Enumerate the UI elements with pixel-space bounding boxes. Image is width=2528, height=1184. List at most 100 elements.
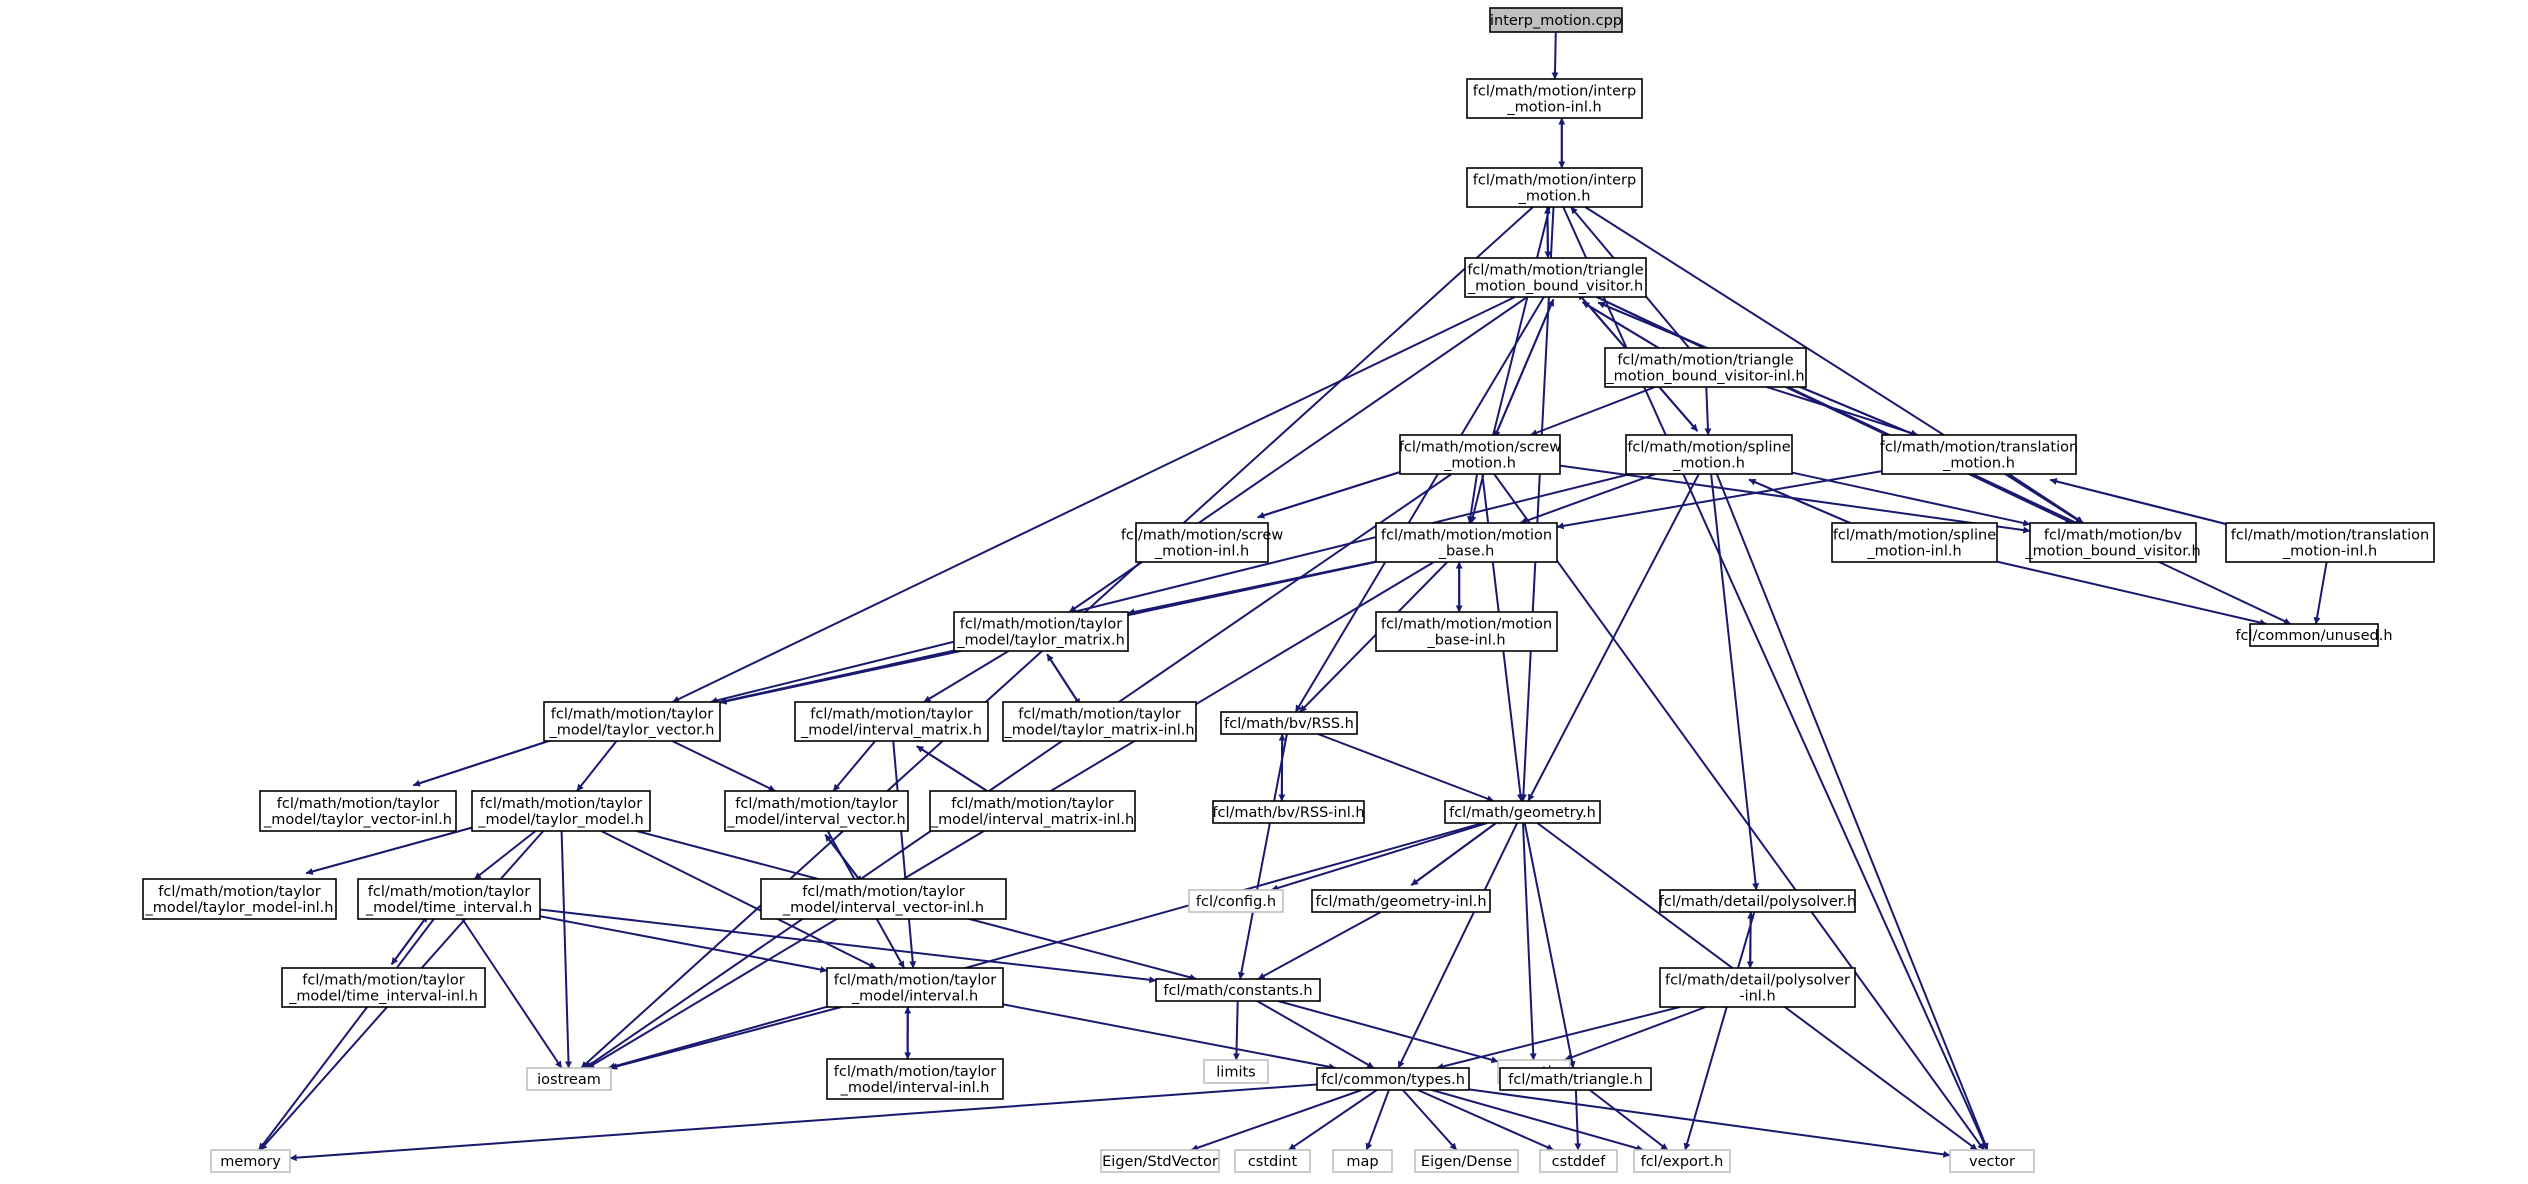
node-label: _model/interval.h — [851, 989, 978, 1005]
edge-trans_h-to-bvvis_h — [2008, 473, 2084, 524]
edge-tmodel_inl-to-tmodel_h — [305, 823, 482, 875]
edge-tmodel_h-to-interval_h — [600, 830, 877, 969]
node-box — [1399, 434, 1561, 475]
edge-polysolver_inl-to-cmath — [1564, 1006, 1706, 1061]
node-interp_h[interactable]: fcl/math/motion/interp_motion.h — [1466, 167, 1643, 208]
node-label: vector — [1969, 1154, 2015, 1170]
node-label: fcl/math/motion/screw — [1399, 440, 1562, 456]
node-label: _motion.h — [1443, 456, 1516, 472]
edge-tinterval_h-to-memory — [258, 918, 435, 1151]
node-trans_inl[interactable]: fcl/math/motion/translation_motion-inl.h — [2225, 522, 2435, 563]
node-spline_h[interactable]: fcl/math/motion/spline_motion.h — [1625, 434, 1793, 475]
node-triangle_h[interactable]: fcl/math/triangle.h — [1499, 1067, 1652, 1091]
node-label: _model/taylor_vector.h — [548, 723, 714, 739]
node-ivector_h[interactable]: fcl/math/motion/taylor_model/interval_ve… — [724, 790, 909, 832]
node-box — [1831, 522, 1998, 563]
node-label: _model/interval_matrix-inl.h — [930, 812, 1134, 828]
node-interval_inl[interactable]: fcl/math/motion/taylor_model/interval-in… — [826, 1058, 1004, 1100]
node-unused_h[interactable]: fcl/common/unused.h — [2235, 623, 2393, 647]
edge-screw_inl-to-screw_h — [1257, 466, 1413, 519]
node-screw_h[interactable]: fcl/math/motion/screw_motion.h — [1399, 434, 1562, 475]
edge-constants_h-to-types_h — [1256, 1000, 1375, 1069]
node-mbase_h[interactable]: fcl/math/motion/motion_base.h — [1375, 522, 1558, 563]
node-box — [1881, 434, 2077, 475]
node-ivector_inl[interactable]: fcl/math/motion/taylor_model/interval_ve… — [760, 878, 1007, 920]
node-label: fcl/math/geometry-inl.h — [1315, 894, 1486, 910]
node-label: interp_motion.cpp — [1490, 13, 1622, 29]
node-export_h: fcl/export.h — [1633, 1149, 1731, 1173]
node-label: _motion_bound_visitor-inl.h — [1605, 369, 1804, 385]
node-trans_h[interactable]: fcl/math/motion/translation_motion.h — [1880, 434, 2078, 475]
node-box — [1659, 889, 1856, 913]
node-tinterval_h[interactable]: fcl/math/motion/taylor_model/time_interv… — [357, 878, 541, 920]
node-polysolver_inl[interactable]: fcl/math/detail/polysolver-inl.h — [1659, 967, 1856, 1008]
node-bvvis_h[interactable]: fcl/math/motion/bv_motion_bound_visitor.… — [2024, 522, 2201, 563]
edge-tmatrix_inl-to-tmatrix_h — [1046, 653, 1082, 706]
node-tmodel_inl[interactable]: fcl/math/motion/taylor_model/taylor_mode… — [142, 878, 337, 920]
node-label: fcl/math/motion/bv — [2044, 528, 2183, 544]
edge-tinterval_inl-to-tinterval_h — [390, 914, 429, 966]
node-box — [1100, 1149, 1220, 1173]
node-tmbv_inl[interactable]: fcl/math/motion/triangle_motion_bound_vi… — [1604, 347, 1807, 388]
node-box — [826, 967, 1004, 1008]
node-geometry_inl[interactable]: fcl/math/geometry-inl.h — [1311, 889, 1491, 913]
node-polysolver_h[interactable]: fcl/math/detail/polysolver.h — [1659, 889, 1856, 913]
node-label: limits — [1216, 1065, 1255, 1081]
node-imatrix_h[interactable]: fcl/math/motion/taylor_model/interval_ma… — [794, 701, 989, 742]
edge-screw_h-to-tmbv_h — [1493, 298, 1555, 438]
node-label: iostream — [537, 1072, 601, 1088]
node-box — [724, 790, 909, 832]
node-box — [1155, 978, 1321, 1002]
node-label: fcl/math/motion/taylor — [302, 973, 464, 989]
edge-geometry_h-to-config_h — [1271, 822, 1488, 892]
node-constants_h[interactable]: fcl/math/constants.h — [1155, 978, 1321, 1002]
node-box — [1659, 967, 1856, 1008]
node-tmatrix_inl[interactable]: fcl/math/motion/taylor_model/taylor_matr… — [1002, 701, 1197, 742]
node-label: fcl/math/motion/taylor — [960, 617, 1122, 633]
node-box — [826, 1058, 1004, 1100]
node-geometry_h[interactable]: fcl/math/geometry.h — [1444, 800, 1601, 824]
node-box — [142, 878, 337, 920]
edge-geometry_h-to-cmath — [1521, 822, 1537, 1061]
node-mbase_inl[interactable]: fcl/math/motion/motion_base-inl.h — [1375, 611, 1558, 652]
node-box — [543, 701, 721, 742]
node-imatrix_inl[interactable]: fcl/math/motion/taylor_model/interval_ma… — [929, 790, 1136, 832]
node-tvector_inl[interactable]: fcl/math/motion/taylor_model/taylor_vect… — [259, 790, 457, 832]
node-label: fcl/math/motion/taylor — [277, 796, 439, 812]
node-label: _model/taylor_matrix-inl.h — [1003, 723, 1194, 739]
node-types_h[interactable]: fcl/common/types.h — [1316, 1067, 1470, 1091]
edge-constants_h-to-cmath — [1277, 1000, 1499, 1064]
node-interp_inl[interactable]: fcl/math/motion/interp_motion-inl.h — [1466, 78, 1643, 119]
node-box — [1212, 800, 1365, 824]
node-rss_inl[interactable]: fcl/math/bv/RSS-inl.h — [1212, 800, 1365, 824]
node-tmodel_h[interactable]: fcl/math/motion/taylor_model/taylor_mode… — [471, 790, 651, 832]
node-tmbv_h[interactable]: fcl/math/motion/triangle_motion_bound_vi… — [1464, 257, 1647, 298]
node-box — [1316, 1067, 1470, 1091]
node-label: _model/interval-inl.h — [840, 1080, 990, 1096]
node-box — [1949, 1149, 2035, 1173]
node-box — [1188, 889, 1284, 913]
edge-tmbv_h-to-tmatrix_h — [1068, 296, 1528, 613]
node-box — [1375, 522, 1558, 563]
edge-types_h-to-cstddef — [1417, 1089, 1555, 1151]
node-label: fcl/math/motion/taylor — [480, 796, 642, 812]
node-root[interactable]: interp_motion.cpp — [1489, 7, 1623, 33]
node-label: _motion-inl.h — [1154, 544, 1249, 560]
node-rss_h[interactable]: fcl/math/bv/RSS.h — [1220, 711, 1358, 735]
node-limits: limits — [1203, 1059, 1269, 1084]
node-label: fcl/math/motion/interp — [1473, 84, 1636, 100]
nodes-layer: interp_motion.cppfcl/math/motion/interp_… — [142, 7, 2435, 1173]
node-map: map — [1332, 1149, 1393, 1173]
node-spline_inl[interactable]: fcl/math/motion/spline_motion-inl.h — [1831, 522, 1998, 563]
node-interval_h[interactable]: fcl/math/motion/taylor_model/interval.h — [826, 967, 1004, 1008]
node-label: fcl/math/motion/taylor — [951, 796, 1113, 812]
node-label: fcl/math/motion/taylor — [834, 973, 996, 989]
node-label: _model/taylor_vector-inl.h — [263, 812, 452, 828]
edge-geometry_h-to-iostream — [607, 822, 1484, 1070]
node-label: _motion.h — [1672, 456, 1745, 472]
node-tmatrix_h[interactable]: fcl/math/motion/taylor_model/taylor_matr… — [953, 611, 1129, 652]
node-tvector_h[interactable]: fcl/math/motion/taylor_model/taylor_vect… — [543, 701, 721, 742]
node-box — [1332, 1149, 1393, 1173]
node-tinterval_inl[interactable]: fcl/math/motion/taylor_model/time_interv… — [281, 967, 486, 1008]
node-screw_inl[interactable]: fcl/math/motion/screw_motion-inl.h — [1121, 522, 1284, 563]
